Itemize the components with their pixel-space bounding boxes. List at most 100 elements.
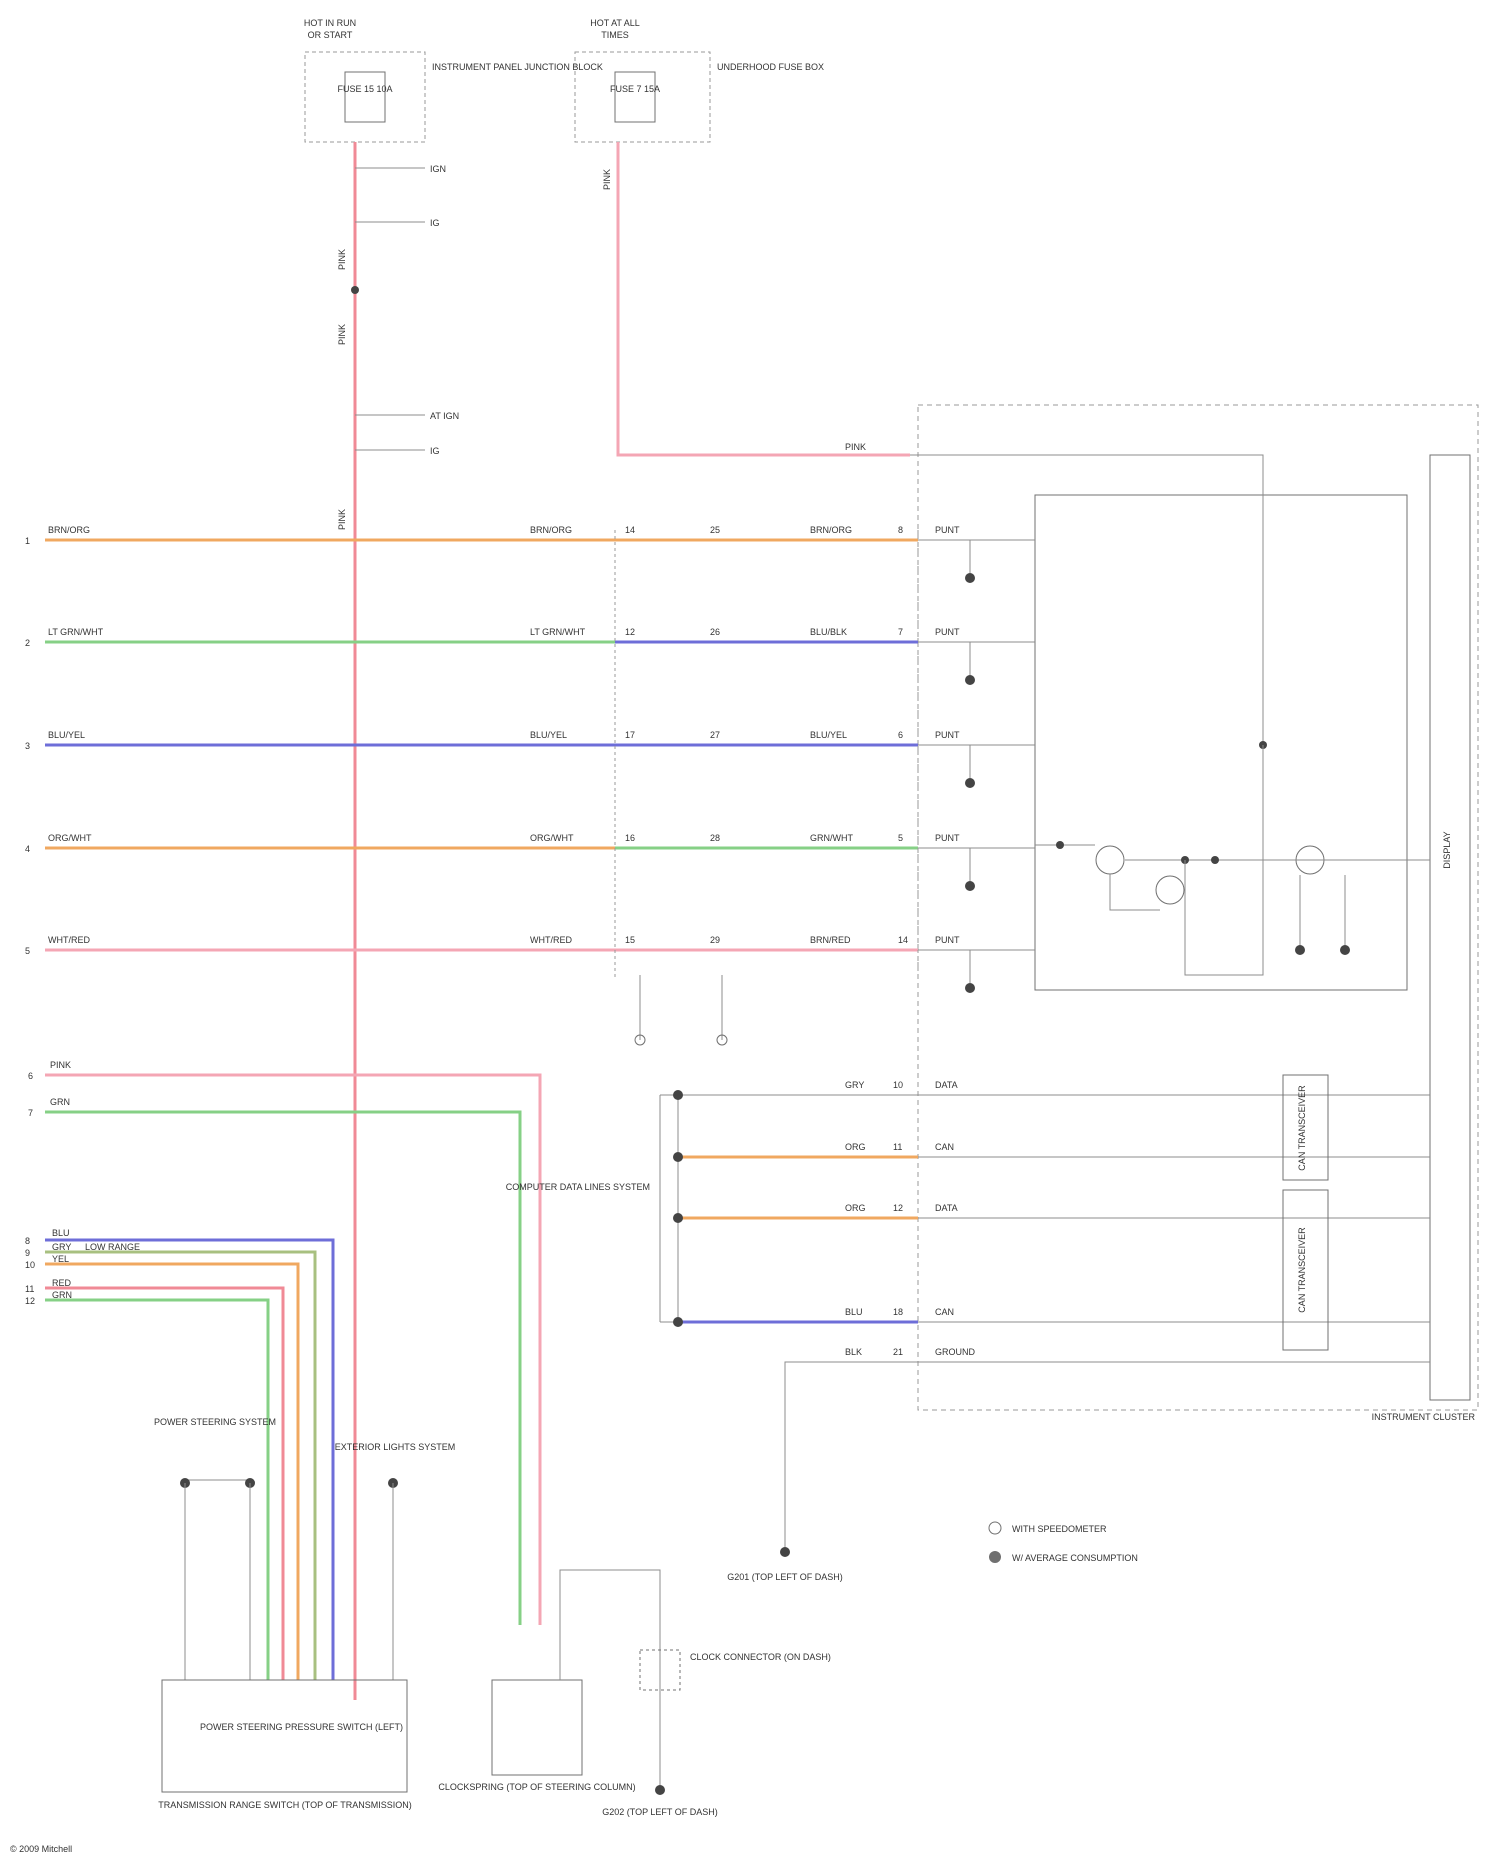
wire-5-right-label: BRN/RED (810, 935, 851, 945)
wire-1-signal: PUNT (935, 525, 960, 535)
instrument-cluster-outline (918, 405, 1478, 1410)
wire-3-num: 3 (25, 741, 30, 751)
data-row-2-node (673, 1152, 683, 1162)
ground-row-pin: 21 (893, 1347, 903, 1357)
wire-4-num: 4 (25, 844, 30, 854)
fuse-box-2-desc: UNDERHOOD FUSE BOX (717, 62, 824, 72)
ground-g201-label: G201 (TOP LEFT OF DASH) (727, 1572, 843, 1582)
wire-9-label: GRY (52, 1242, 71, 1252)
wire-10 (45, 1264, 298, 1680)
ign-label-3: AT IGN (430, 411, 459, 421)
wire-5-pin-a: 15 (625, 935, 635, 945)
left-wire-group: 1BRN/ORGBRN/ORG1425BRN/ORG8PUNT2LT GRN/W… (25, 525, 1035, 993)
legend-circle-icon (989, 1522, 1001, 1534)
wire-3-pin-c: 6 (898, 730, 903, 740)
data-row-4-left: BLU (845, 1307, 863, 1317)
wire-3-mid-label: BLU/YEL (530, 730, 567, 740)
data-row-4-pin: 18 (893, 1307, 903, 1317)
wire-3-pin-b: 27 (710, 730, 720, 740)
fuse-box-1-header2: OR START (308, 30, 353, 40)
wire-1-num: 1 (25, 536, 30, 546)
wire-10-label: YEL (52, 1254, 69, 1264)
ign-label-4: IG (430, 446, 440, 456)
data-row-3-pin: 12 (893, 1203, 903, 1213)
wire-12 (45, 1300, 268, 1680)
fuse-box-2: HOT AT ALL TIMES FUSE 7 15A UNDERHOOD FU… (575, 18, 824, 142)
wire-7-label: GRN (50, 1097, 70, 1107)
transistor-1 (1096, 846, 1124, 874)
wire-4-right-label: GRN/WHT (810, 833, 853, 843)
footer-copyright: © 2009 Mitchell (10, 1844, 72, 1854)
transmission-range-switch (162, 1680, 407, 1792)
wire-1-pin-b: 25 (710, 525, 720, 535)
wire-2-left-label: LT GRN/WHT (48, 627, 104, 637)
wire-3-signal: PUNT (935, 730, 960, 740)
wire-6 (45, 1075, 540, 1625)
wire-label-pink-2: PINK (337, 324, 347, 345)
legend-item-1: WITH SPEEDOMETER (1012, 1524, 1107, 1534)
data-row-1-node (673, 1090, 683, 1100)
wire-8 (45, 1240, 333, 1680)
fuse-1-symbol (345, 72, 385, 122)
wire-2-mid-label: LT GRN/WHT (530, 627, 586, 637)
can-transceiver-1-label: CAN TRANSCEIVER (1297, 1085, 1307, 1171)
wire-5-left-label: WHT/RED (48, 935, 90, 945)
fuse-box-2-header2: TIMES (601, 30, 629, 40)
ground-row-right: GROUND (935, 1347, 975, 1357)
legend-item-2: W/ AVERAGE CONSUMPTION (1012, 1553, 1138, 1563)
transistor-2 (1156, 876, 1184, 904)
wire-4-pin-a: 16 (625, 833, 635, 843)
legend: WITH SPEEDOMETER W/ AVERAGE CONSUMPTION (989, 1522, 1138, 1563)
ground-g202 (655, 1785, 665, 1795)
ign-label-2: IG (430, 218, 440, 228)
legend-dot-icon (989, 1551, 1001, 1563)
display-module (1430, 455, 1470, 1400)
wire-3-right-label: BLU/YEL (810, 730, 847, 740)
wire-4-ground-dot (965, 881, 975, 891)
wire-3-ground-dot (965, 778, 975, 788)
ground-row (785, 1362, 1430, 1552)
display-module-label: DISPLAY (1442, 831, 1452, 868)
wire-2-pin-b: 26 (710, 627, 720, 637)
data-row-3-left: ORG (845, 1203, 866, 1213)
wire-9-label2: LOW RANGE (85, 1242, 140, 1252)
wire-1-right-label: BRN/ORG (810, 525, 852, 535)
ground-g202-label: G202 (TOP LEFT OF DASH) (602, 1807, 718, 1817)
instrument-cluster-label: INSTRUMENT CLUSTER (1372, 1412, 1476, 1422)
data-row-4-node (673, 1317, 683, 1327)
fuse-box-2-header: HOT AT ALL (590, 18, 640, 28)
can-transceiver-2-label: CAN TRANSCEIVER (1297, 1227, 1307, 1313)
wire-1-left-label: BRN/ORG (48, 525, 90, 535)
data-row-2-pin: 11 (893, 1142, 902, 1152)
wire-12-label: GRN (52, 1290, 72, 1300)
ground-g201 (780, 1547, 790, 1557)
fuse-box-1-outline (305, 52, 425, 142)
power-steering-system: POWER STEERING SYSTEM (154, 1417, 276, 1680)
wire-6-label: PINK (50, 1060, 71, 1070)
wire-label-pink-3: PINK (337, 509, 347, 530)
ground-row-left: BLK (845, 1347, 862, 1357)
transistor-group (1035, 745, 1430, 975)
switch-name: POWER STEERING PRESSURE SWITCH (LEFT) (200, 1722, 403, 1732)
wire-11-label: RED (52, 1278, 72, 1288)
data-row-1-left: GRY (845, 1080, 864, 1090)
data-row-2-left: ORG (845, 1142, 866, 1152)
wire-1-pin-c: 8 (898, 525, 903, 535)
wire-8-num: 8 (25, 1236, 30, 1246)
wire-1-mid-label: BRN/ORG (530, 525, 572, 535)
wire-2-ground-dot (965, 675, 975, 685)
wire-12-num: 12 (25, 1296, 35, 1306)
data-row-1-pin: 10 (893, 1080, 903, 1090)
fuse-2-feed-wire (618, 142, 910, 455)
wire-label-pink: PINK (337, 249, 347, 270)
wire-2-right-label: BLU/BLK (810, 627, 847, 637)
trans-switch-label: TRANSMISSION RANGE SWITCH (TOP OF TRANSM… (158, 1800, 412, 1810)
wire-4-signal: PUNT (935, 833, 960, 843)
clockspring-label: CLOCKSPRING (TOP OF STEERING COLUMN) (438, 1782, 635, 1792)
wire-8-label: BLU (52, 1228, 70, 1238)
fuse-box-1-header: HOT IN RUN (304, 18, 356, 28)
fuse-box-1-desc: INSTRUMENT PANEL JUNCTION BLOCK (432, 62, 603, 72)
wire-5-ground-dot (965, 983, 975, 993)
data-row-2-right: CAN (935, 1142, 954, 1152)
data-row-4-right: CAN (935, 1307, 954, 1317)
